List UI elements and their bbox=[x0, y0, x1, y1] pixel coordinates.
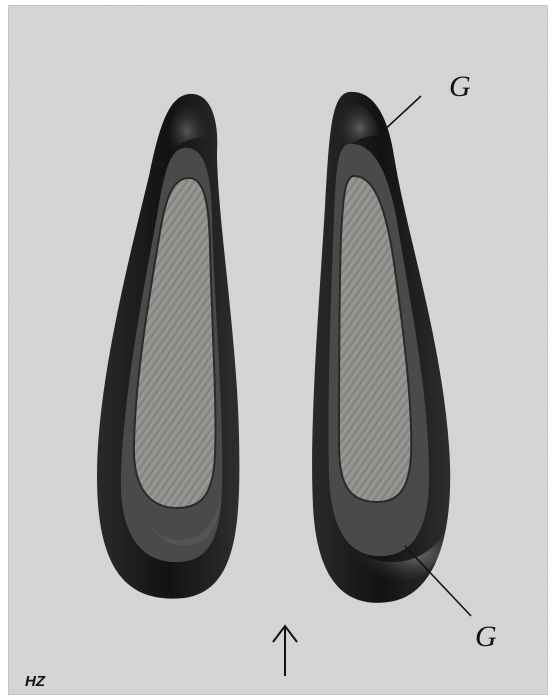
artist-initials: HZ bbox=[25, 673, 46, 690]
insole-diagram: G G HZ bbox=[9, 6, 548, 695]
label-g-bottom: G bbox=[475, 620, 497, 653]
paper-texture bbox=[9, 6, 548, 695]
illustration-plate: G G HZ bbox=[8, 5, 548, 695]
label-g-top: G bbox=[449, 70, 471, 103]
